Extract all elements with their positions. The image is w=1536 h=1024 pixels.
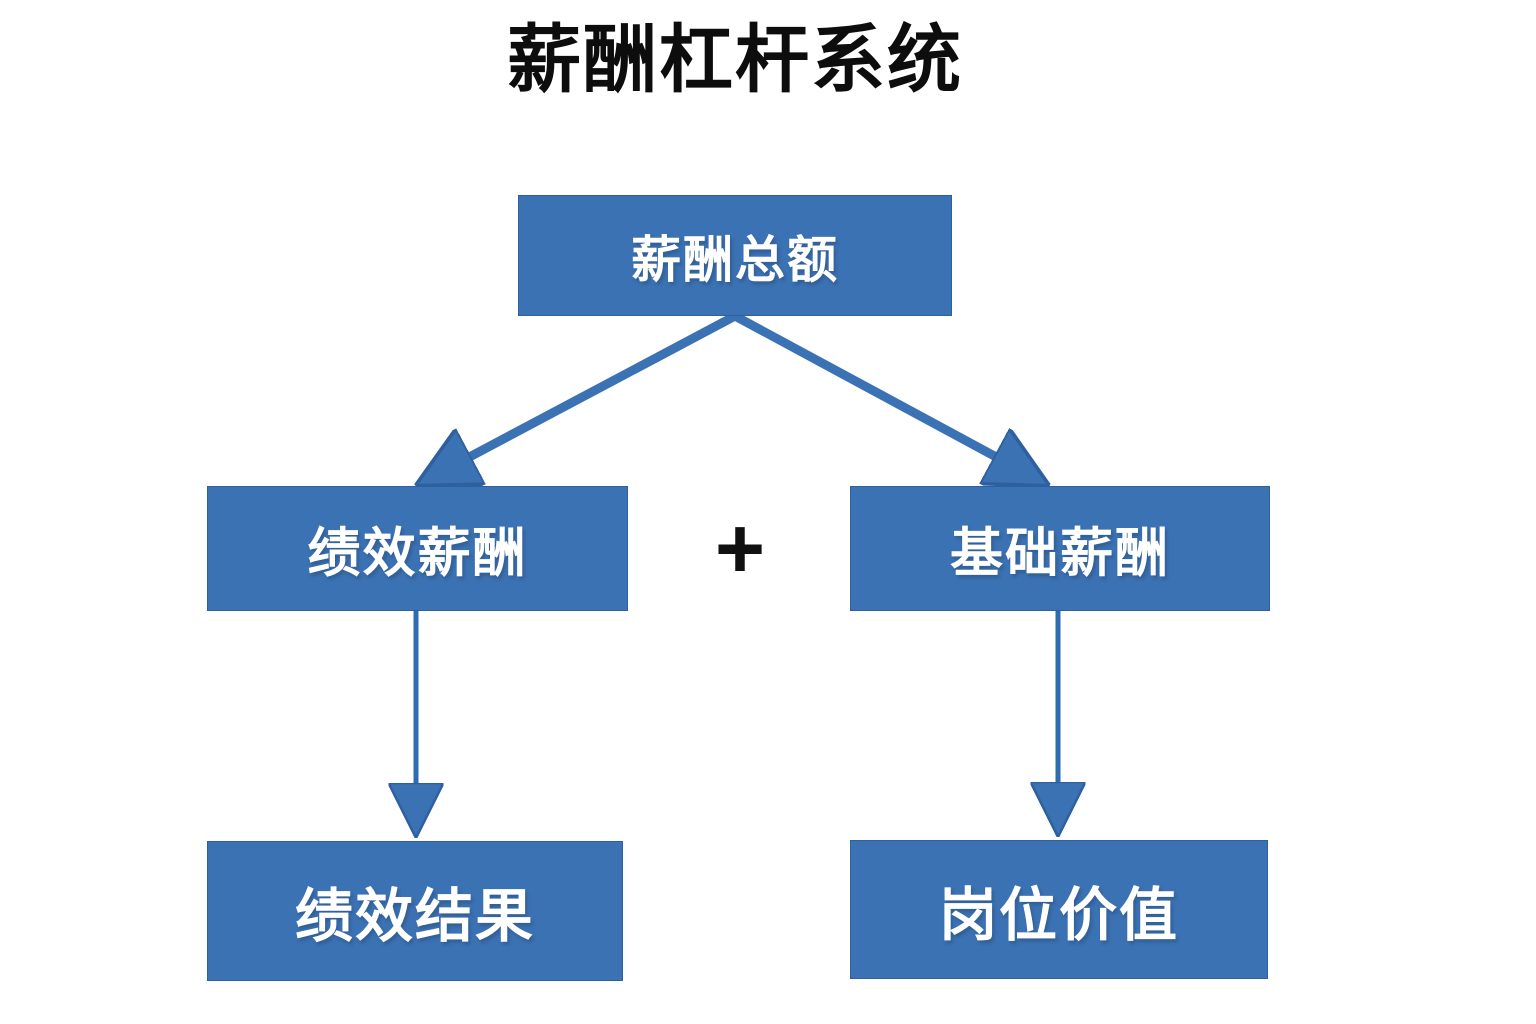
node-performance-pay[interactable]: 绩效薪酬 xyxy=(207,486,628,611)
node-performance-result[interactable]: 绩效结果 xyxy=(207,841,623,981)
node-total-compensation[interactable]: 薪酬总额 xyxy=(518,195,952,316)
node-position-value-label: 岗位价值 xyxy=(938,880,1179,949)
page-title: 薪酬杠杆系统 xyxy=(507,17,963,103)
node-base-pay[interactable]: 基础薪酬 xyxy=(850,486,1270,611)
plus-operator-icon: + xyxy=(714,501,766,597)
edge-total-to-perf-pay xyxy=(428,312,738,479)
node-base-pay-label: 基础薪酬 xyxy=(950,522,1170,584)
edge-total-to-base-pay xyxy=(732,312,1037,479)
node-performance-result-label: 绩效结果 xyxy=(294,882,535,950)
node-position-value[interactable]: 岗位价值 xyxy=(850,840,1268,979)
node-performance-pay-label: 绩效薪酬 xyxy=(307,522,528,584)
node-total-compensation-label: 薪酬总额 xyxy=(631,230,839,289)
